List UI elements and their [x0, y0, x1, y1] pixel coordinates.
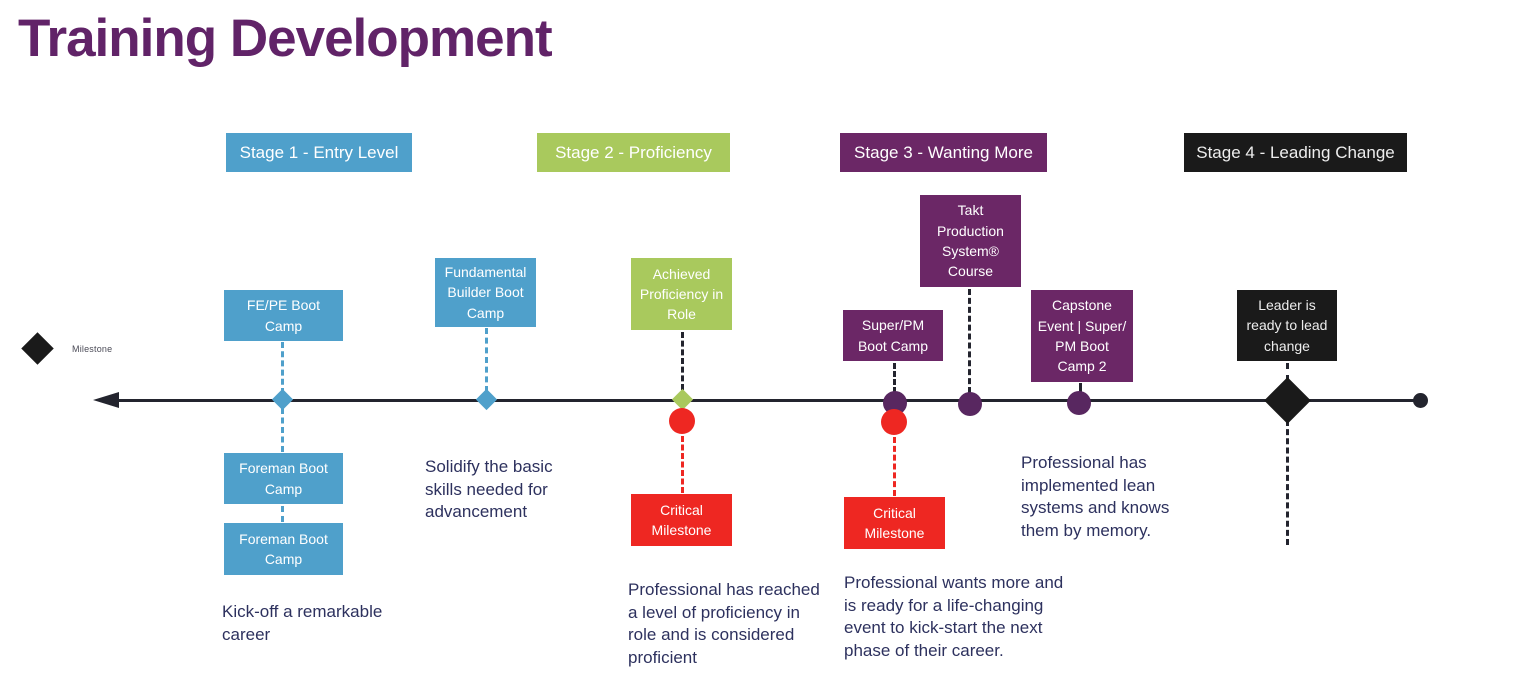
diamond-marker-proficiency-icon	[671, 388, 694, 411]
note-solidify: Solidify the basic skills needed for adv…	[425, 457, 553, 522]
connector-capstone	[1079, 383, 1082, 393]
note-proficiency: Professional has reached a level of prof…	[628, 580, 820, 667]
box-fepe-boot-camp: FE/PE Boot Camp	[224, 290, 343, 341]
timeline-left-arrowhead-icon	[93, 392, 119, 408]
connector-takt	[968, 289, 971, 393]
diamond-marker-fepe-icon	[271, 388, 294, 411]
box-critical-milestone-1: Critical Milestone	[631, 494, 732, 546]
box-foreman-boot-camp-1: Foreman Boot Camp	[224, 453, 343, 504]
box-fundamental-builder: Fundamental Builder Boot Camp	[435, 258, 536, 327]
milestone-legend-diamond-icon	[21, 332, 54, 365]
connector-leader	[1286, 363, 1289, 381]
connector-super-pm	[893, 363, 896, 393]
connector-critical-1	[681, 436, 684, 493]
note-lean-systems: Professional has implemented lean system…	[1021, 453, 1170, 540]
timeline-end-dot-icon	[1413, 393, 1428, 408]
box-achieved-proficiency: Achieved Proficiency in Role	[631, 258, 732, 330]
milestone-legend-label: Milestone	[72, 344, 113, 354]
box-capstone-event: Capstone Event | Super/ PM Boot Camp 2	[1031, 290, 1133, 382]
stage-4-header: Stage 4 - Leading Change	[1184, 133, 1407, 172]
diamond-marker-fundamental-icon	[475, 388, 498, 411]
circle-marker-capstone-icon	[1067, 391, 1091, 415]
note-wants-more: Professional wants more and is ready for…	[844, 573, 1064, 660]
connector-foreman-between	[281, 506, 284, 522]
connector-achieved	[681, 332, 684, 390]
critical-marker-1-icon	[669, 408, 695, 434]
timeline-axis	[112, 399, 1420, 402]
stage-2-header: Stage 2 - Proficiency	[537, 133, 730, 172]
stage-1-header: Stage 1 - Entry Level	[226, 133, 412, 172]
box-takt-course: Takt Production System® Course	[920, 195, 1021, 287]
box-super-pm-boot-camp: Super/PM Boot Camp	[843, 310, 943, 361]
connector-critical-2	[893, 437, 896, 496]
circle-marker-takt-icon	[958, 392, 982, 416]
box-leader-ready: Leader is ready to lead change	[1237, 290, 1337, 361]
critical-marker-2-icon	[881, 409, 907, 435]
connector-fundamental	[485, 328, 488, 392]
box-critical-milestone-2: Critical Milestone	[844, 497, 945, 549]
box-foreman-boot-camp-2: Foreman Boot Camp	[224, 523, 343, 575]
connector-leader-below	[1286, 420, 1289, 545]
connector-fepe-below	[281, 408, 284, 452]
page-title: Training Development	[18, 9, 553, 68]
diamond-marker-leader-icon	[1264, 377, 1311, 424]
stage-3-header: Stage 3 - Wanting More	[840, 133, 1047, 172]
connector-fepe	[281, 342, 284, 394]
note-kickoff: Kick-off a remarkable career	[222, 602, 383, 644]
